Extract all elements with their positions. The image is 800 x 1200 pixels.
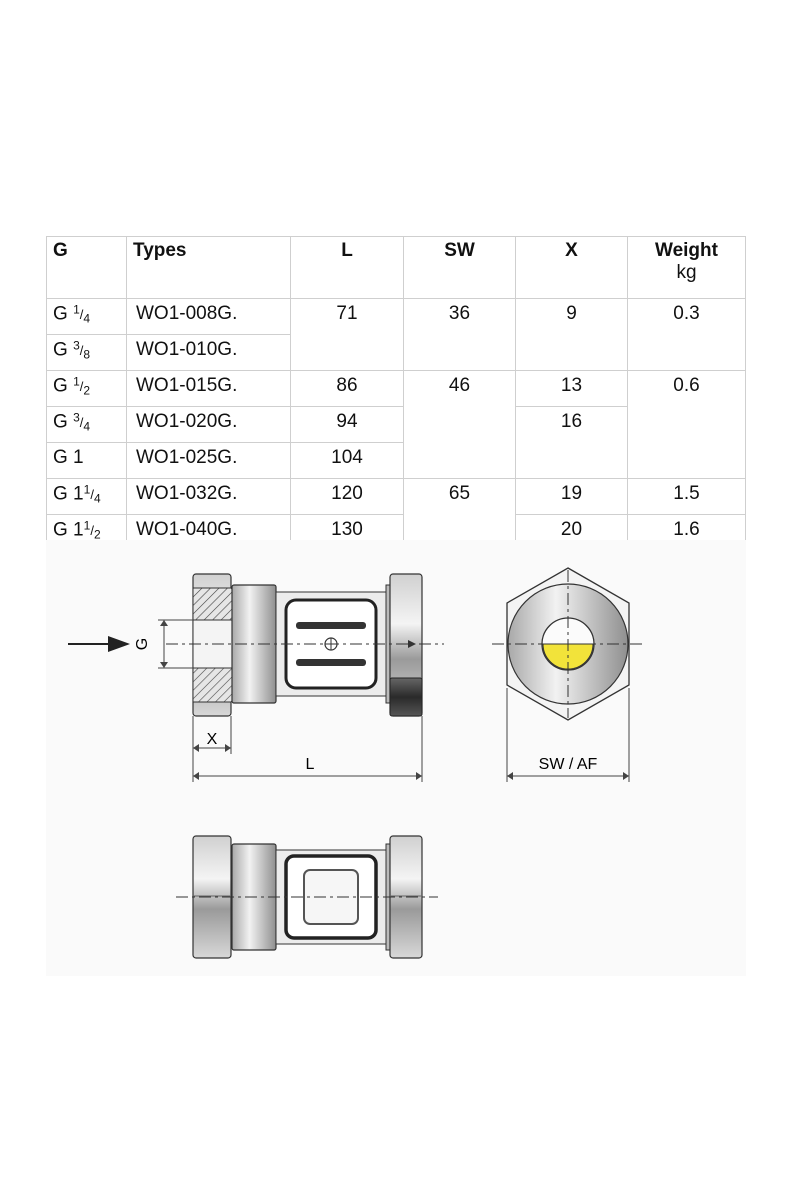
x-cell: 19 (515, 478, 628, 515)
g-size-cell: G 11/4 (46, 478, 127, 515)
sw-cell: 65 (403, 478, 516, 551)
right-nut-dark (389, 677, 423, 717)
type-cell: WO1-008G. (126, 298, 291, 335)
l-cell: 104 (290, 442, 404, 479)
type-cell: WO1-015G. (126, 370, 291, 407)
type-cell: WO1-032G. (126, 478, 291, 515)
flow-arrow-icon (108, 636, 130, 652)
header-g: G (46, 236, 127, 299)
side-view: G X L (68, 573, 444, 782)
g-size-cell: G 1 (46, 442, 127, 479)
x-cell: 9 (515, 298, 628, 371)
type-cell: WO1-020G. (126, 406, 291, 443)
dim-label-swaf: SW / AF (539, 756, 598, 773)
g-size-cell: G 1/4 (46, 298, 127, 335)
dim-label-x: X (207, 731, 218, 748)
type-cell: WO1-025G. (126, 442, 291, 479)
drawing-svg: G X L (68, 567, 644, 959)
table-row: G 11/4 WO1-032G. 120 65 19 1.5 (46, 478, 746, 551)
spec-table: G Types L SW X Weight kg G 1/4 WO1-008G.… (46, 236, 746, 551)
l-cell: 94 (290, 406, 404, 443)
table-row: G 3/8 WO1-010G. (46, 334, 746, 371)
header-weight-label: Weight (655, 240, 718, 261)
l-cell: 86 (290, 370, 404, 407)
header-weight-unit: kg (676, 262, 697, 283)
table-row: G 1/4 WO1-008G. 71 36 9 0.3 (46, 298, 746, 371)
weight-cell: 0.3 (627, 298, 746, 371)
g-size-cell: G 3/8 (46, 334, 127, 371)
sw-cell: 36 (403, 298, 516, 371)
g-size-cell: G 1/2 (46, 370, 127, 407)
weight-cell: 0.6 (627, 370, 746, 479)
sw-cell: 46 (403, 370, 516, 479)
l-cell: 71 (290, 298, 404, 371)
header-weight: Weight kg (627, 236, 746, 299)
header-types: Types (126, 236, 291, 299)
end-view: SW / AF (492, 567, 644, 782)
weight-cell: 1.5 (627, 478, 746, 515)
table-header-row: G Types L SW X Weight kg (46, 236, 746, 299)
top-view (176, 835, 438, 959)
l-cell: 120 (290, 478, 404, 515)
glass-bar-top (296, 622, 366, 629)
table-row: G 1/2 WO1-015G. 86 46 13 0.6 (46, 370, 746, 479)
technical-drawing: G X L (46, 540, 746, 976)
dim-label-g: G (134, 638, 151, 650)
glass-bar-bottom (296, 659, 366, 666)
header-x: X (515, 236, 628, 299)
header-sw: SW (403, 236, 516, 299)
x-cell: 13 (515, 370, 628, 407)
g-size-cell: G 3/4 (46, 406, 127, 443)
header-l: L (290, 236, 404, 299)
x-cell: 16 (515, 406, 628, 479)
dim-label-l: L (306, 756, 315, 773)
type-cell: WO1-010G. (126, 334, 291, 371)
